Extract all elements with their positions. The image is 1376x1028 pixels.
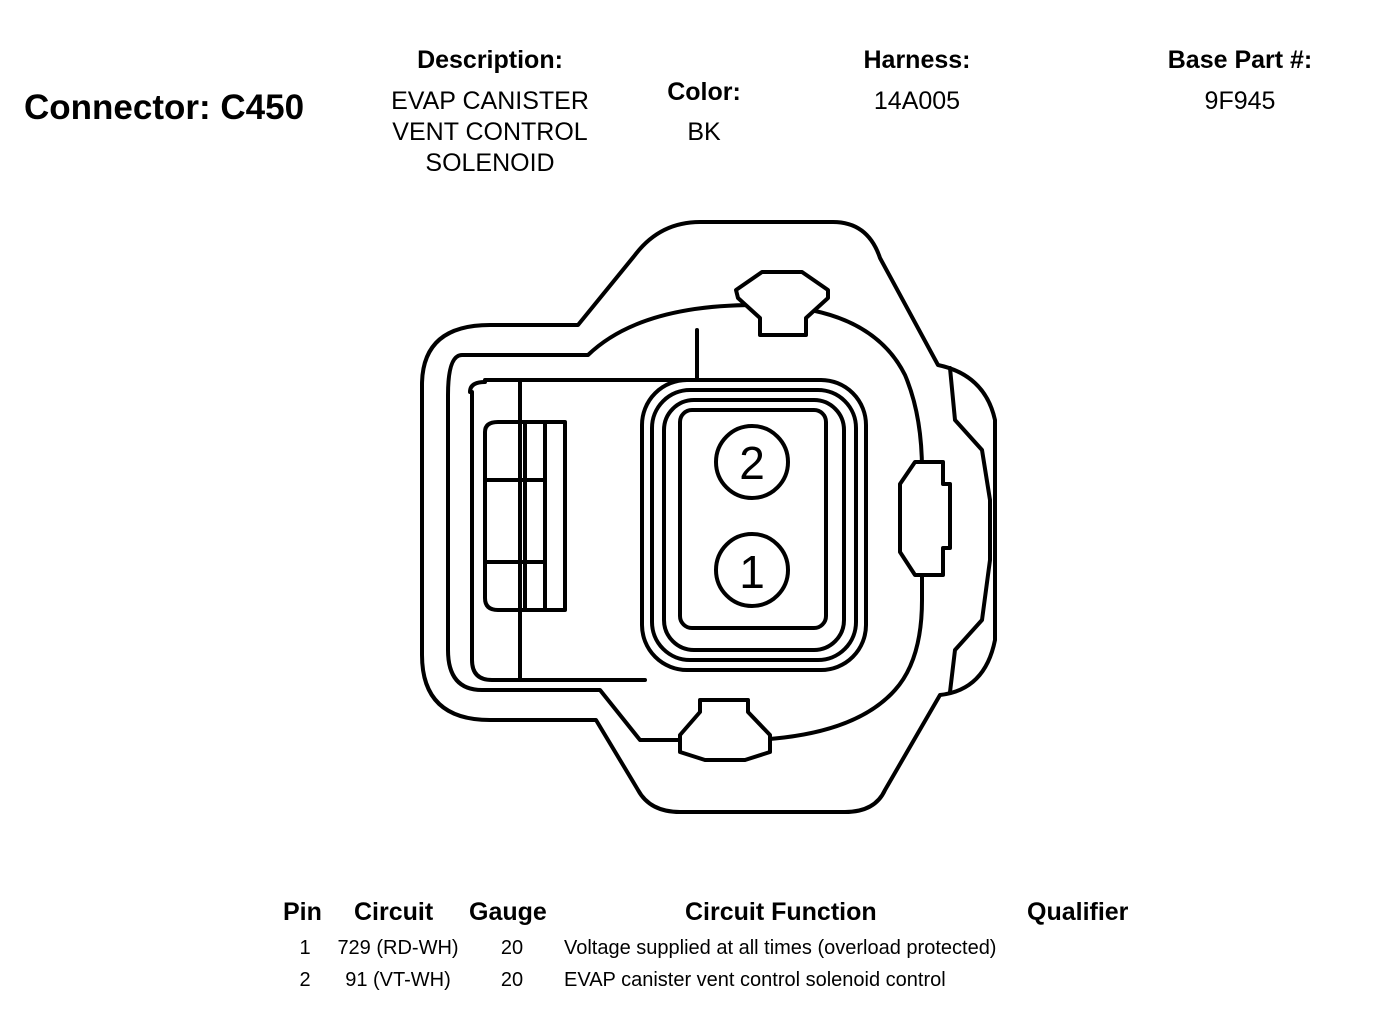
pin-2-circle <box>714 424 790 500</box>
top-key-notch <box>734 270 830 337</box>
table-row-1-gauge: 20 <box>500 937 524 959</box>
description-value: EVAP CANISTER VENT CONTROL SOLENOID <box>360 86 620 179</box>
table-row-1-circuit: 729 (RD-WH) <box>337 937 459 959</box>
pin-1-circle <box>714 532 790 608</box>
housing-outer-outline <box>420 220 997 814</box>
cavity-shell-outer <box>640 378 868 672</box>
table-header-qualifier: Qualifier <box>1027 898 1129 926</box>
color-value: BK <box>687 118 721 146</box>
bottom-key-notch <box>678 698 772 762</box>
table-row-2-circuit: 91 (VT-WH) <box>345 969 451 991</box>
table-row-1-pin: 1 <box>299 937 311 959</box>
table-row-2-pin: 2 <box>299 969 311 991</box>
table-row-2-function: EVAP canister vent control solenoid cont… <box>564 969 946 991</box>
description-label: Description: <box>417 46 563 74</box>
cavity-shell-inner <box>662 398 846 652</box>
table-header-gauge: Gauge <box>469 898 547 926</box>
side-latch-tab <box>898 460 952 577</box>
pin-cavity <box>678 408 828 630</box>
harness-value: 14A005 <box>873 87 961 115</box>
table-row-1-function: Voltage supplied at all times (overload … <box>564 937 997 959</box>
latch-arm-inner <box>468 380 487 394</box>
table-row-2-gauge: 20 <box>500 969 524 991</box>
latch-arm <box>470 378 692 682</box>
cavity-shell-middle <box>650 388 858 662</box>
table-header-circuit: Circuit <box>354 898 434 926</box>
harness-label: Harness: <box>863 46 971 74</box>
color-label: Color: <box>667 78 741 106</box>
latch-boss-edge <box>948 366 992 694</box>
description-line-1: EVAP CANISTER <box>391 87 589 115</box>
latch-release-tab <box>483 420 567 612</box>
pin-2-label: 2 <box>739 437 765 489</box>
description-line-2: VENT CONTROL <box>392 118 588 146</box>
pin-1-label: 1 <box>739 546 765 598</box>
table-header-function: Circuit Function <box>685 898 877 926</box>
connector-title: Connector: C450 <box>24 88 305 127</box>
table-header-pin: Pin <box>283 898 322 926</box>
base-part-value: 9F945 <box>1204 87 1276 115</box>
description-line-3: SOLENOID <box>425 149 555 177</box>
base-part-label: Base Part #: <box>1167 46 1313 74</box>
